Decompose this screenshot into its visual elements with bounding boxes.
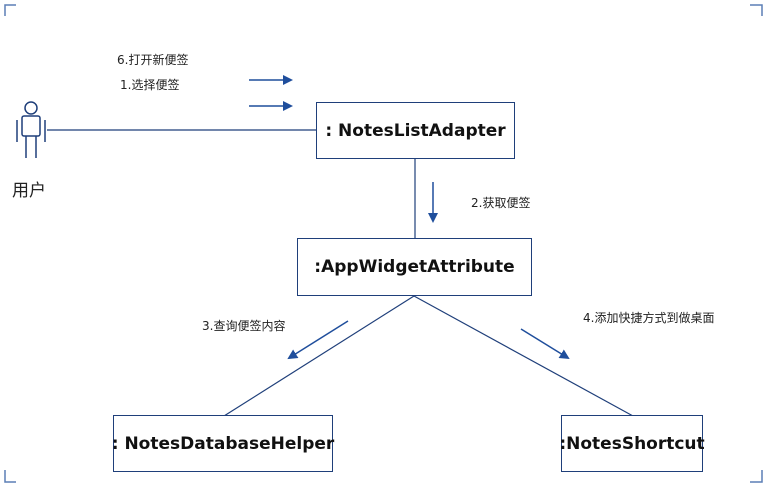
message-query-note-content: 3.查询便签内容 [202,319,286,333]
message-get-note: 2.获取便签 [471,196,531,210]
corner-top-right [750,4,763,16]
message-select-note: 1.选择便签 [120,78,180,92]
notes-shortcut-box: :NotesShortcut [559,415,705,472]
corner-bottom-right [750,470,763,483]
arrow-add-shortcut [520,328,570,360]
arrow-query-note-content [287,320,349,360]
corner-marks [4,4,763,483]
message-open-new-note: 6.打开新便签 [117,53,189,67]
app-widget-attribute-box: :AppWidgetAttribute [297,238,532,296]
link-widget-shortcut [413,295,634,417]
notes-database-helper-box: : NotesDatabaseHelper [112,415,334,472]
notes-list-adapter-box: : NotesListAdapter [316,102,515,159]
user-actor-label: 用户 [12,181,46,201]
corner-bottom-left [4,470,16,483]
link-widget-dbhelper [223,295,415,417]
message-add-shortcut-to-desktop: 4.添加快捷方式到做桌面 [583,311,715,325]
corner-top-left [4,4,16,16]
user-actor-icon [16,101,46,158]
